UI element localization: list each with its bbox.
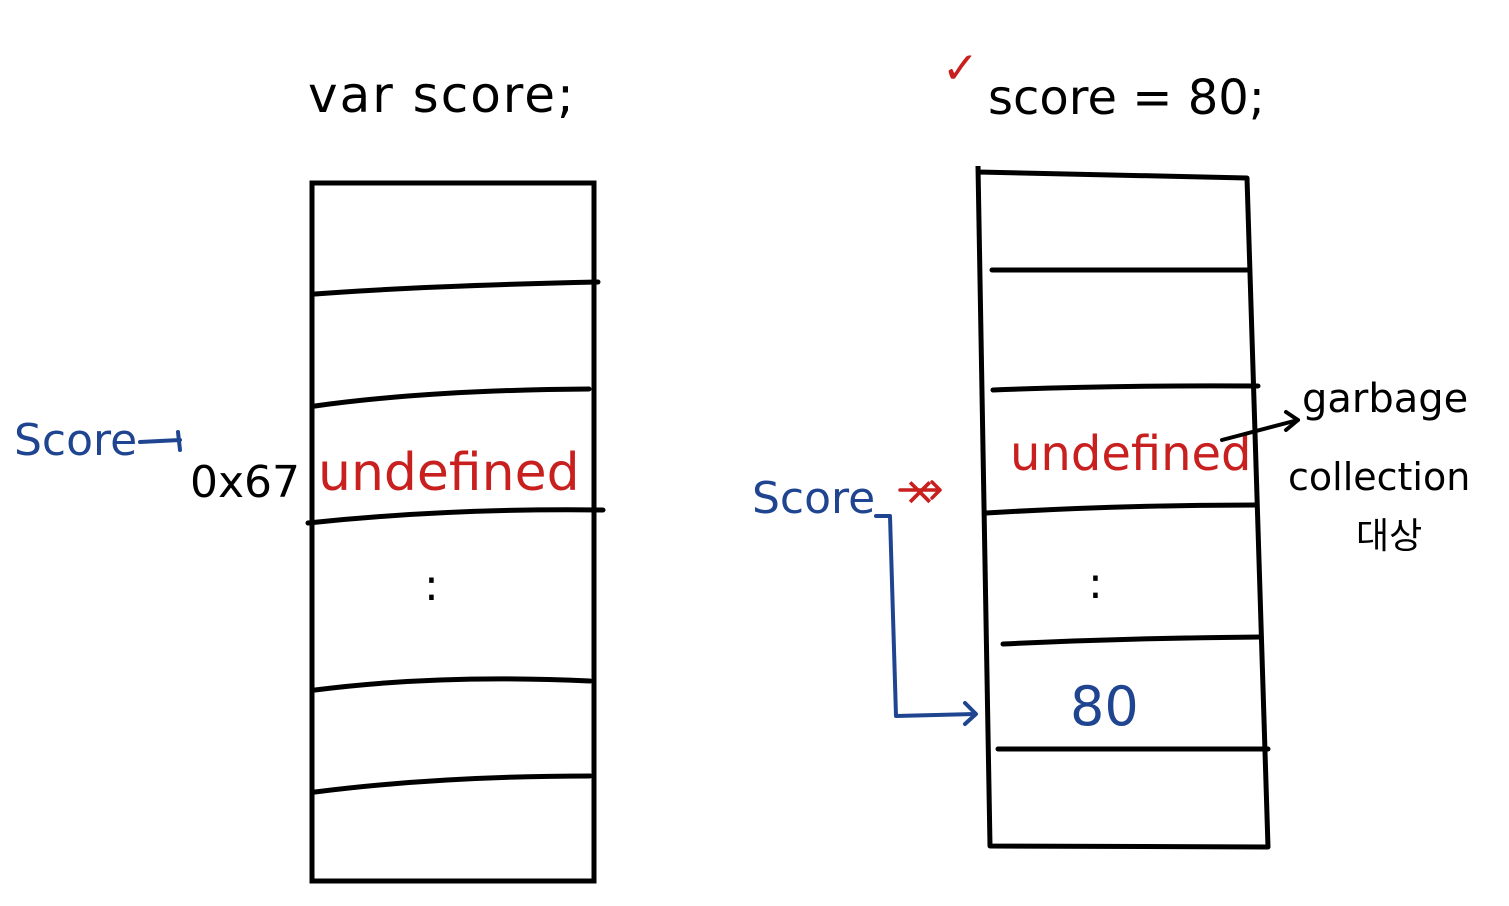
- left-divider: [312, 279, 601, 297]
- gc-arrow: [1220, 410, 1300, 442]
- left-pointer-label: Score: [14, 415, 137, 466]
- right-memory-block: [975, 165, 1271, 850]
- check-mark: ✓: [942, 43, 979, 94]
- cross-mark: ✕: [904, 471, 936, 515]
- gc-note-line3: 대상: [1356, 516, 1422, 557]
- left-divider: [312, 773, 593, 795]
- gc-note-line1: garbage: [1302, 376, 1468, 422]
- left-divider: [312, 386, 592, 409]
- left-cell-ellipsis: :: [424, 560, 439, 611]
- gc-note-line2: collection: [1288, 455, 1470, 499]
- left-divider: [312, 676, 593, 693]
- left-address: 0x67: [190, 457, 300, 508]
- right-cell-ellipsis: :: [1088, 558, 1103, 609]
- right-cell-value: 80: [1070, 675, 1139, 738]
- new-pointer-arrow: [874, 514, 978, 726]
- left-panel: var score; undefined : Score 0x67: [14, 66, 606, 884]
- left-caption: var score;: [308, 66, 576, 124]
- old-pointer-arrow: [898, 480, 942, 500]
- left-pointer-arrow: [138, 430, 182, 452]
- right-divider: [983, 502, 1259, 516]
- right-cell-undefined: undefined: [1010, 426, 1252, 482]
- left-cell-undefined: undefined: [318, 443, 580, 503]
- right-panel: ✓ score = 80; undefined : 80 Score ✕ gar…: [752, 43, 1470, 850]
- left-divider: [305, 507, 606, 526]
- right-caption: score = 80;: [988, 70, 1265, 126]
- right-divider: [990, 383, 1261, 393]
- left-memory-block: [309, 180, 597, 884]
- right-pointer-label: Score: [752, 473, 875, 524]
- right-divider: [1000, 634, 1264, 647]
